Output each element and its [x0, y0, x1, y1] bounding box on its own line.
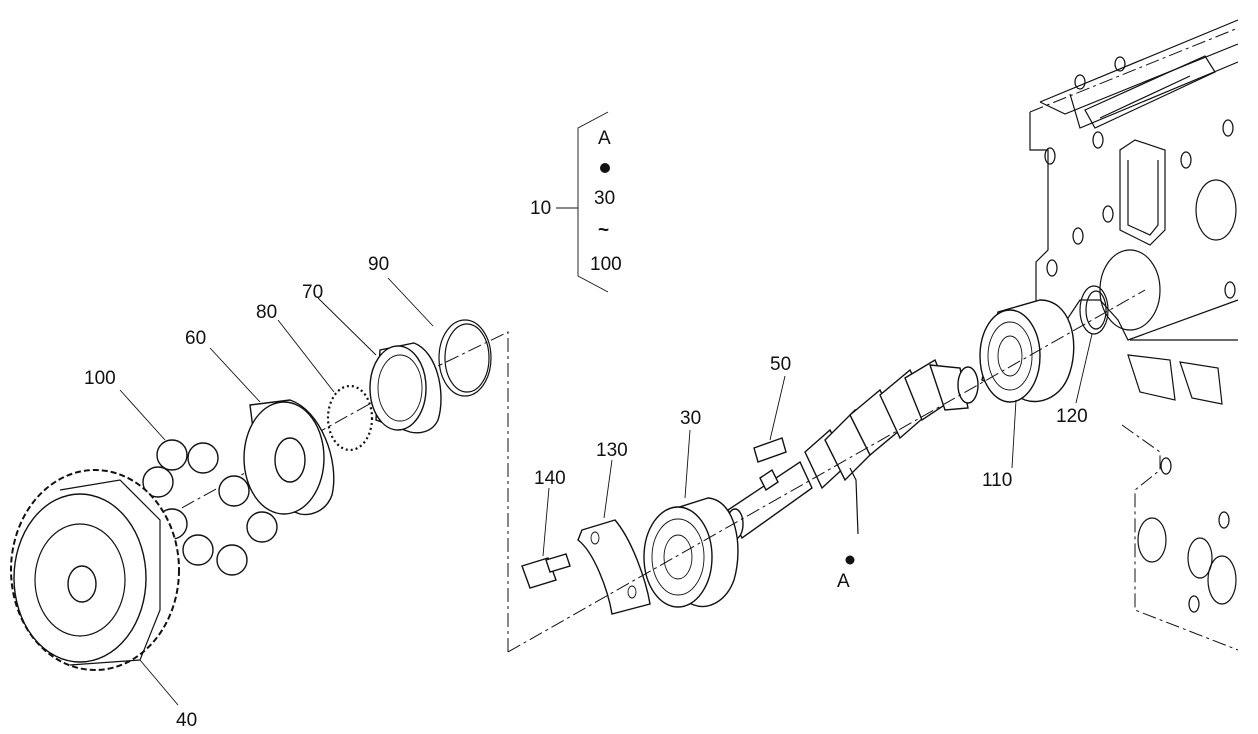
callout-80: 80: [256, 302, 277, 323]
callout-40: 40: [176, 710, 197, 731]
snap-ring-90: [438, 319, 492, 397]
point-a-marker: [845, 555, 855, 565]
legend-start: A: [598, 128, 611, 149]
legend-dot: [600, 163, 610, 173]
callout-70: 70: [302, 282, 323, 303]
legend-bracket: A 30 ~ 100: [590, 128, 622, 275]
callout-130: 130: [596, 440, 628, 461]
callout-a: A: [837, 571, 850, 592]
legend-item: 30: [594, 188, 615, 209]
legend-range-mark: ~: [598, 220, 609, 241]
bolt-140: [521, 553, 571, 589]
ball-bearing-30: [643, 497, 739, 608]
camshaft: [726, 358, 979, 540]
callout-120: 120: [1056, 406, 1088, 427]
ball-retainer-80: [326, 384, 374, 452]
retainer-plate-130: [577, 519, 651, 615]
engine-block: [1029, 19, 1239, 651]
helical-gear-40: [10, 469, 180, 671]
circlip-120: [1079, 285, 1109, 335]
callout-90: 90: [368, 254, 389, 275]
callout-50: 50: [770, 354, 791, 375]
callout-140: 140: [534, 468, 566, 489]
callout-10: 10: [530, 198, 551, 219]
callout-30: 30: [680, 408, 701, 429]
collar-70: [369, 342, 442, 434]
ball-bearing-110: [979, 299, 1075, 403]
thrust-washer-60: [243, 399, 335, 516]
legend-end: 100: [590, 254, 622, 275]
callout-110: 110: [982, 470, 1012, 491]
woodruff-key-50: [753, 437, 787, 463]
callout-100: 100: [84, 368, 116, 389]
callout-60: 60: [185, 328, 206, 349]
leader-lines: [119, 111, 1093, 706]
